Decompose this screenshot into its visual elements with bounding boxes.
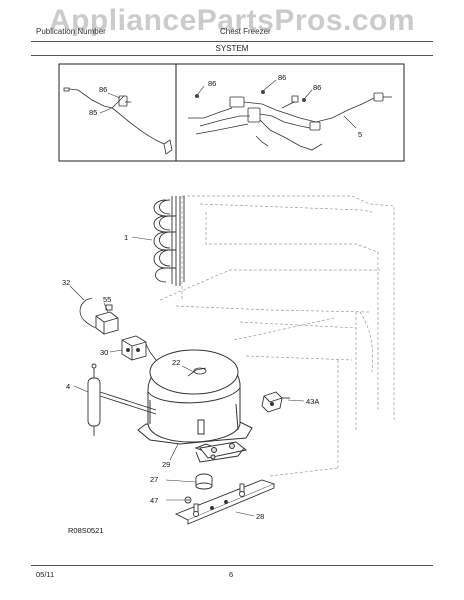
overload-protector xyxy=(121,335,147,361)
inset-right-leaders xyxy=(197,79,357,129)
inset-label-86-a: 86 xyxy=(208,79,216,88)
screw xyxy=(184,496,192,504)
relay xyxy=(95,304,119,335)
watermark: AppliancePartsPros.com xyxy=(48,4,416,37)
grommet xyxy=(195,473,213,490)
callout-55: 55 xyxy=(103,295,111,304)
inset-label-86: 86 xyxy=(99,85,107,94)
condenser-coil xyxy=(153,196,185,286)
publication-label: Publication Number xyxy=(36,27,106,36)
drier xyxy=(87,363,157,436)
leader-55 xyxy=(103,302,109,313)
bracket-43a xyxy=(261,391,290,413)
callout-32: 32 xyxy=(62,278,70,287)
leader-28 xyxy=(235,511,255,517)
cabinet-outline xyxy=(159,195,395,477)
inset-right-harness xyxy=(188,92,392,151)
inset-right-screws xyxy=(195,90,306,102)
leader-29 xyxy=(169,443,179,461)
callout-47: 47 xyxy=(150,496,158,505)
footer-date: 05/11 xyxy=(36,570,55,579)
callout-28: 28 xyxy=(256,512,264,521)
callout-43a: 43A xyxy=(306,397,319,406)
callout-4: 4 xyxy=(66,382,70,391)
leader-32 xyxy=(69,285,85,301)
footer-page-number: 6 xyxy=(229,570,234,579)
callout-1: 1 xyxy=(124,233,128,242)
leader-4 xyxy=(73,385,89,393)
compressor-terminal-wire xyxy=(145,343,207,377)
product-label: Chest Freezer xyxy=(220,27,271,36)
header-rule-top xyxy=(31,41,433,42)
leader-1 xyxy=(131,236,153,241)
callout-29: 29 xyxy=(162,460,170,469)
compressor xyxy=(137,349,253,463)
footer-rule xyxy=(31,565,433,566)
inset-left-leaders xyxy=(99,92,121,114)
mounting-rail xyxy=(174,479,276,525)
inset-left-harness xyxy=(63,87,173,155)
inset-label-85: 85 xyxy=(89,108,97,117)
inset-label-86-b: 86 xyxy=(278,73,286,82)
leader-22 xyxy=(181,365,195,373)
drawing-code: R08S0521 xyxy=(68,526,104,535)
callout-22: 22 xyxy=(172,358,180,367)
inset-box xyxy=(58,63,405,162)
inset-label-5: 5 xyxy=(358,130,362,139)
inset-label-86-c: 86 xyxy=(313,83,321,92)
leader-43a xyxy=(287,399,305,402)
leader-27 xyxy=(165,479,197,483)
leader-30 xyxy=(109,349,123,353)
callout-27: 27 xyxy=(150,475,158,484)
callout-30: 30 xyxy=(100,348,108,357)
header-rule-bottom xyxy=(31,55,433,56)
section-title: SYSTEM xyxy=(215,44,249,53)
